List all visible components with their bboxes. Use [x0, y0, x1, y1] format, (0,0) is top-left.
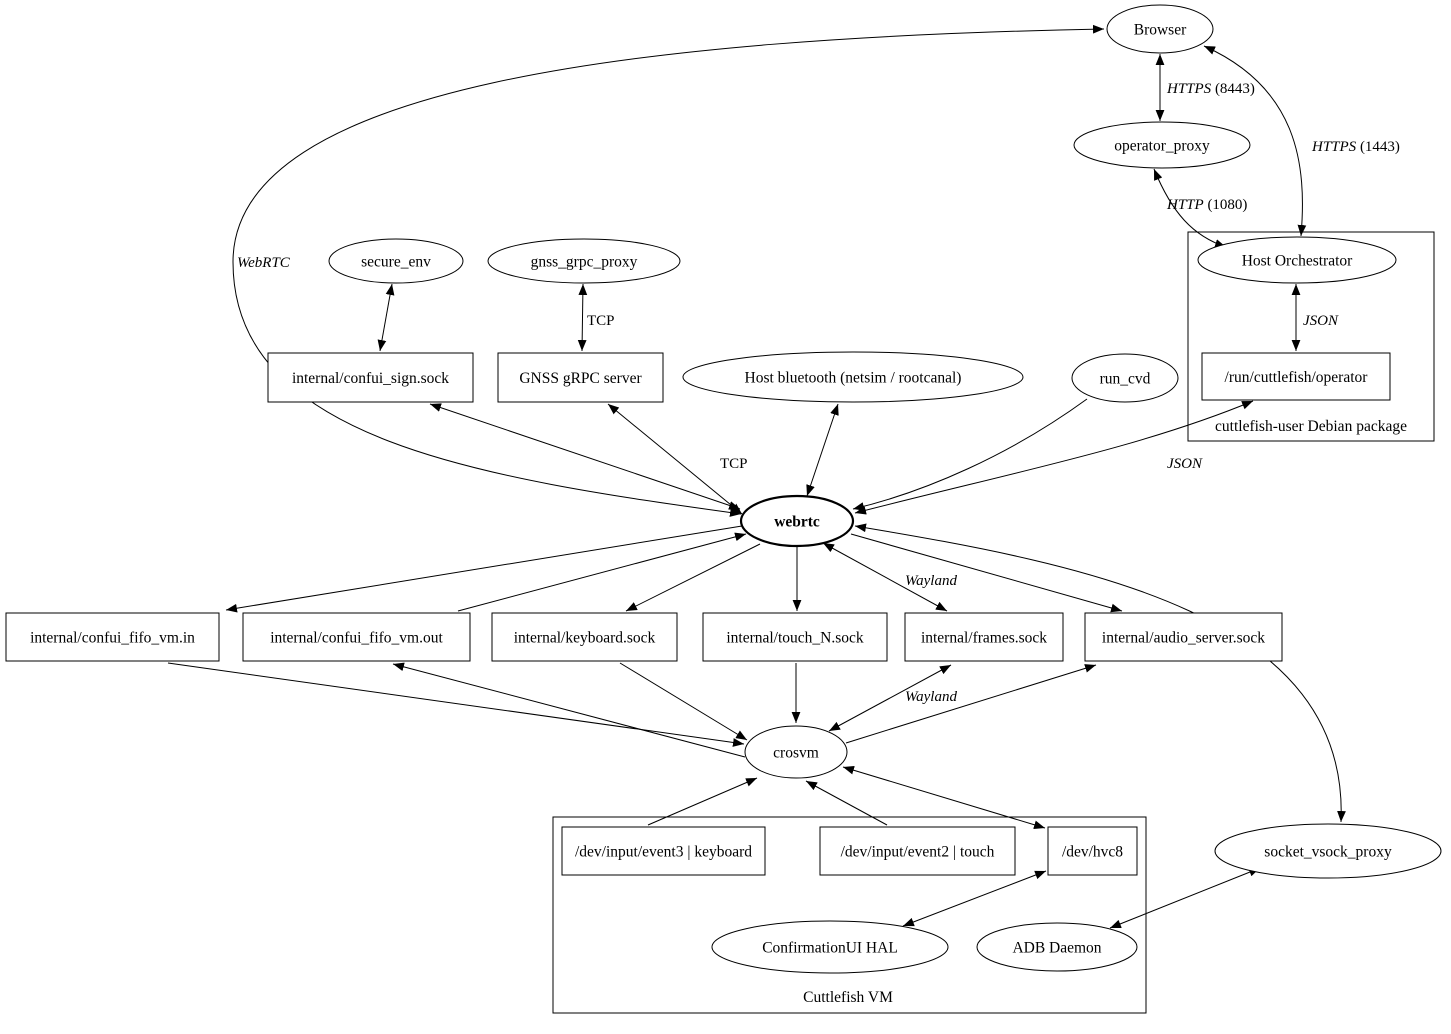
- edge-crosvm-audio: [845, 664, 1097, 744]
- node-run_cuttlefish_operator: /run/cuttlefish/operator: [1201, 352, 1391, 401]
- edge-webrtc-keyboard: [625, 543, 761, 612]
- edge-event3-crosvm: [647, 777, 758, 826]
- edge-label-crosvm-frames: Wayland: [905, 689, 957, 705]
- node-label-confui_sign_sock: internal/confui_sign.sock: [292, 370, 449, 387]
- node-label-run_cvd: run_cvd: [1100, 371, 1151, 388]
- edge-label-webrtc-operator-socket: JSON: [1167, 456, 1203, 472]
- node-label-secure_env: secure_env: [361, 254, 431, 271]
- node-crosvm: crosvm: [744, 725, 848, 779]
- node-label-crosvm: crosvm: [773, 745, 819, 762]
- node-label-run_cuttlefish_operator: /run/cuttlefish/operator: [1225, 369, 1369, 386]
- edge-gnss_proxy-gnss_server: [577, 283, 588, 352]
- node-confui_fifo_vm_out: internal/confui_fifo_vm.out: [242, 612, 471, 662]
- edge-gnss_server-webrtc: [607, 403, 743, 515]
- node-label-audio_server_sock: internal/audio_server.sock: [1102, 630, 1265, 647]
- edge-webrtc-fifo_in: [225, 525, 743, 613]
- node-operator_proxy: operator_proxy: [1073, 121, 1251, 169]
- node-label-operator_proxy: operator_proxy: [1114, 138, 1210, 155]
- node-label-dev_input_event3: /dev/input/event3 | keyboard: [575, 844, 752, 861]
- edge-operator_proxy-host_orchestrator: [1153, 168, 1227, 248]
- node-label-webrtc: webrtc: [774, 514, 820, 531]
- node-confirmationui_hal: ConfirmationUI HAL: [711, 920, 949, 974]
- node-confui_sign_sock: internal/confui_sign.sock: [267, 352, 474, 403]
- cluster-label-debian-package: cuttlefish-user Debian package: [1215, 418, 1407, 435]
- node-label-gnss_grpc_server: GNSS gRPC server: [519, 370, 642, 387]
- node-label-dev_hvc8: /dev/hvc8: [1062, 844, 1123, 861]
- edge-event2-crosvm: [805, 780, 888, 826]
- node-gnss_grpc_proxy: gnss_grpc_proxy: [487, 238, 681, 284]
- edge-confui_sign-webrtc: [429, 403, 741, 510]
- edge-adb-socket_vsock_proxy: [1109, 867, 1261, 929]
- edge-label-webrtc-browser: WebRTC: [237, 255, 291, 271]
- edge-keyboard-crosvm: [619, 662, 748, 741]
- edge-fifo_in-crosvm: [167, 662, 745, 747]
- node-host_bluetooth: Host bluetooth (netsim / rootcanal): [682, 351, 1024, 403]
- node-label-host_bluetooth: Host bluetooth (netsim / rootcanal): [745, 370, 962, 387]
- node-dev_input_event2: /dev/input/event2 | touch: [819, 826, 1016, 876]
- node-label-dev_input_event2: /dev/input/event2 | touch: [841, 844, 995, 861]
- edge-crosvm-hvc8: [842, 765, 1046, 830]
- node-label-gnss_grpc_proxy: gnss_grpc_proxy: [531, 254, 638, 271]
- node-run_cvd: run_cvd: [1071, 353, 1179, 403]
- edge-label-host_orchestrator-operator-socket: JSON: [1303, 313, 1339, 329]
- node-audio_server_sock: internal/audio_server.sock: [1084, 612, 1283, 662]
- edge-bluetooth-webrtc: [806, 403, 839, 497]
- node-label-confui_fifo_vm_out: internal/confui_fifo_vm.out: [270, 630, 443, 647]
- node-label-frames_sock: internal/frames.sock: [921, 630, 1047, 647]
- cluster-debian-package: cuttlefish-user Debian package: [1187, 231, 1435, 442]
- node-label-adb_daemon: ADB Daemon: [1012, 940, 1101, 957]
- node-gnss_grpc_server: GNSS gRPC server: [497, 352, 664, 403]
- node-confui_fifo_vm_in: internal/confui_fifo_vm.in: [5, 612, 220, 662]
- cluster-label-cuttlefish-vm: Cuttlefish VM: [803, 989, 893, 1006]
- edges-layer: [167, 24, 1346, 929]
- edge-crosvm-fifo_out: [392, 662, 746, 758]
- edge-secure_env-confui_sign: [377, 283, 395, 352]
- edge-label-browser-host_orchestrator: HTTPS (1443): [1311, 139, 1400, 155]
- edge-hal-hvc8: [902, 870, 1047, 927]
- edge-label-gnss_server-webrtc: TCP: [720, 456, 748, 472]
- edge-label-webrtc-frames: Wayland: [905, 573, 957, 589]
- node-webrtc: webrtc: [739, 494, 855, 548]
- node-label-touch_n_sock: internal/touch_N.sock: [726, 630, 864, 647]
- edge-webrtc-operator-socket: [854, 400, 1254, 515]
- edge-label-operator_proxy-host_orchestrator: HTTP (1080): [1166, 197, 1247, 213]
- node-label-browser: Browser: [1134, 22, 1187, 39]
- node-touch_n_sock: internal/touch_N.sock: [702, 612, 888, 662]
- node-dev_input_event3: /dev/input/event3 | keyboard: [561, 826, 766, 876]
- node-label-keyboard_sock: internal/keyboard.sock: [514, 630, 656, 647]
- edge-run_cvd-webrtc: [852, 398, 1088, 511]
- node-secure_env: secure_env: [328, 238, 464, 284]
- edge-label-gnss_proxy-gnss_server: TCP: [587, 313, 615, 329]
- node-label-confui_fifo_vm_in: internal/confui_fifo_vm.in: [30, 630, 195, 647]
- edge-fifo_out-webrtc: [457, 532, 747, 612]
- clusters-layer: cuttlefish-user Debian packageCuttlefish…: [552, 231, 1435, 1014]
- node-label-confirmationui_hal: ConfirmationUI HAL: [762, 940, 898, 957]
- node-frames_sock: internal/frames.sock: [904, 612, 1064, 662]
- edge-label-browser-operator_proxy: HTTPS (8443): [1166, 81, 1255, 97]
- edge-webrtc-socket_vsock_proxy: [854, 523, 1346, 823]
- node-label-host_orchestrator: Host Orchestrator: [1242, 253, 1353, 270]
- edge-browser-host_orchestrator: [1203, 45, 1307, 237]
- node-host_orchestrator: Host Orchestrator: [1197, 236, 1397, 284]
- node-adb_daemon: ADB Daemon: [976, 922, 1138, 972]
- node-dev_hvc8: /dev/hvc8: [1047, 826, 1138, 876]
- node-label-socket_vsock_proxy: socket_vsock_proxy: [1264, 844, 1392, 861]
- node-socket_vsock_proxy: socket_vsock_proxy: [1214, 823, 1442, 879]
- node-browser: Browser: [1106, 4, 1214, 54]
- edge-labels-layer: WebRTC HTTPS (8443) HTTPS (1443) HTTP (1080…: [237, 81, 1400, 705]
- node-keyboard_sock: internal/keyboard.sock: [491, 612, 678, 662]
